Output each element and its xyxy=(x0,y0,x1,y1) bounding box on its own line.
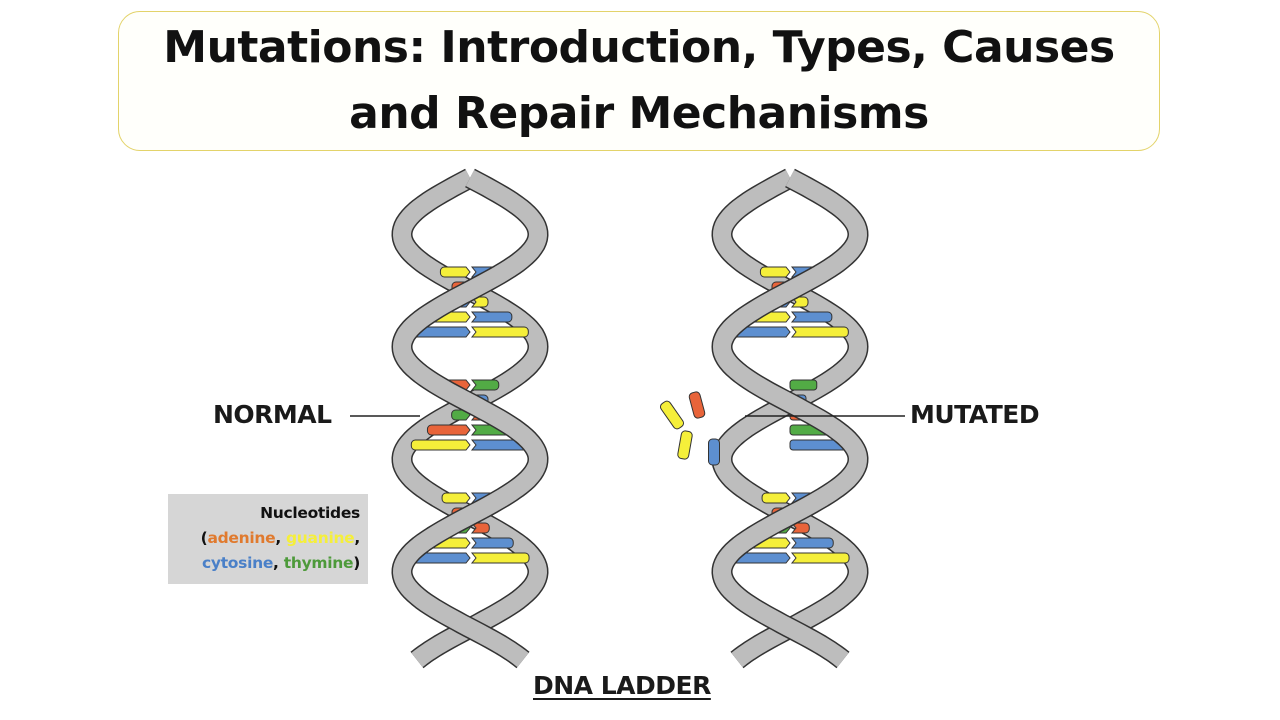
nucleotide-base xyxy=(790,522,810,534)
mutated-label: MUTATED xyxy=(910,400,1040,429)
legend-sep-1: , xyxy=(275,529,287,547)
legend-adenine: adenine xyxy=(207,529,276,547)
legend-line-3: cytosine, thymine) xyxy=(176,551,360,576)
nucleotide-base xyxy=(470,311,513,323)
nucleotide-base xyxy=(470,326,529,338)
nucleotide-base xyxy=(790,552,850,564)
nucleotide-base xyxy=(761,492,791,504)
front-strand xyxy=(711,168,869,669)
nucleotide-base xyxy=(790,326,849,338)
sugar-phosphate-backbone xyxy=(713,170,867,668)
legend-open-paren: ( xyxy=(200,529,208,547)
nucleotide-base xyxy=(470,296,489,308)
nucleotide-base xyxy=(470,552,530,564)
title-line-1: Mutations: Introduction, Types, Causes xyxy=(163,22,1115,73)
legend-cytosine: cytosine xyxy=(202,554,274,572)
back-strand xyxy=(711,168,869,669)
nucleotide-base xyxy=(790,311,833,323)
normal-label: NORMAL xyxy=(213,400,332,429)
title-box: Mutations: Introduction, Types, Causes a… xyxy=(118,11,1160,151)
nucleotide-base xyxy=(789,379,818,391)
nucleotide-base xyxy=(759,266,791,278)
sugar-phosphate-backbone xyxy=(393,170,547,668)
nucleotides-legend: Nucleotides (adenine, guanine, cytosine,… xyxy=(168,494,368,584)
front-strand xyxy=(391,168,549,669)
legend-line-2: (adenine, guanine, xyxy=(176,526,361,551)
nucleotide-base xyxy=(439,266,471,278)
nucleotide-base xyxy=(451,409,471,421)
detached-nucleotide xyxy=(659,400,685,430)
nucleotide-base xyxy=(790,537,834,549)
nucleotide-base xyxy=(470,537,514,549)
normal-dna-helix xyxy=(391,168,549,669)
nucleotide-base xyxy=(441,492,471,504)
legend-sep-3: , xyxy=(273,554,284,572)
title-line-2: and Repair Mechanisms xyxy=(349,88,929,139)
detached-nucleotide xyxy=(688,391,706,419)
dna-ladder-caption: DNA LADDER xyxy=(533,671,711,700)
nucleotide-base xyxy=(470,522,490,534)
sugar-phosphate-backbone xyxy=(713,170,867,668)
legend-close-paren: ) xyxy=(353,554,360,572)
nucleotide-base xyxy=(426,424,471,436)
detached-nucleotide xyxy=(677,430,693,460)
nucleotide-base xyxy=(410,439,471,451)
legend-sep-2: , xyxy=(354,529,360,547)
nucleotide-base xyxy=(470,379,500,391)
legend-heading: Nucleotides xyxy=(260,504,360,522)
sugar-phosphate-backbone xyxy=(393,170,547,668)
legend-thymine: thymine xyxy=(283,554,354,572)
nucleotide-base xyxy=(790,296,809,308)
back-strand xyxy=(391,168,549,669)
mutated-dna-helix xyxy=(659,168,869,669)
legend-guanine: guanine xyxy=(286,529,355,547)
detached-nucleotide xyxy=(708,438,720,466)
